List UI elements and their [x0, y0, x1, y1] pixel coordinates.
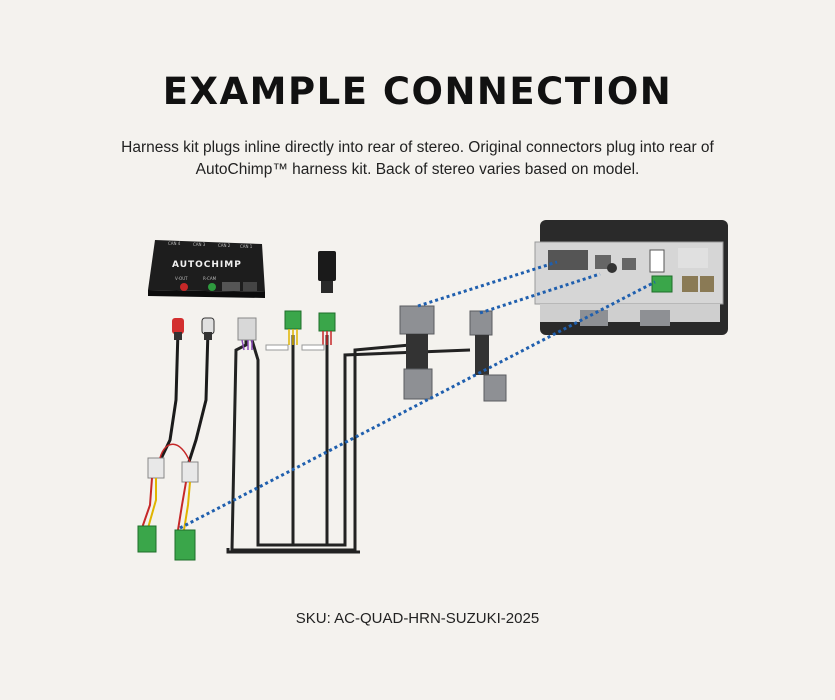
connection-line-1	[417, 260, 558, 308]
cable-connectors-top	[237, 310, 336, 351]
connection-lines	[179, 260, 656, 530]
front-label-vout: V-OUT	[175, 276, 188, 281]
description-text: Harness kit plugs inline directly into r…	[121, 139, 714, 178]
stereo-head-unit	[534, 220, 728, 335]
green-connector-large	[174, 529, 196, 561]
port-label-can4: CAN 4	[168, 241, 181, 246]
front-label-rcam: R-CAM	[203, 276, 217, 281]
port-label-can3: CAN 3	[193, 242, 206, 247]
rca-red-plug	[172, 318, 184, 334]
module-brand: AUTOCHIMP	[172, 260, 242, 270]
autochimp-module: CAN 4 CAN 3 CAN 2 CAN 1 AUTOCHIMP V-OUT …	[148, 240, 265, 298]
camera-connectors	[137, 443, 199, 561]
sku-text: SKU: AC-QUAD-HRN-SUZUKI-2025	[295, 610, 540, 627]
main-harness-cables	[226, 335, 471, 554]
black-connector	[318, 251, 336, 293]
connection-line-3	[179, 280, 656, 530]
gray-harness-connectors	[399, 305, 507, 402]
port-label-can1: CAN 1	[240, 244, 253, 249]
green-connector-small	[137, 525, 157, 553]
page-title: EXAMPLE CONNECTION	[162, 70, 673, 113]
rca-white-plug	[201, 317, 215, 335]
port-label-can2: CAN 2	[218, 243, 231, 248]
rca-cables	[156, 329, 210, 466]
